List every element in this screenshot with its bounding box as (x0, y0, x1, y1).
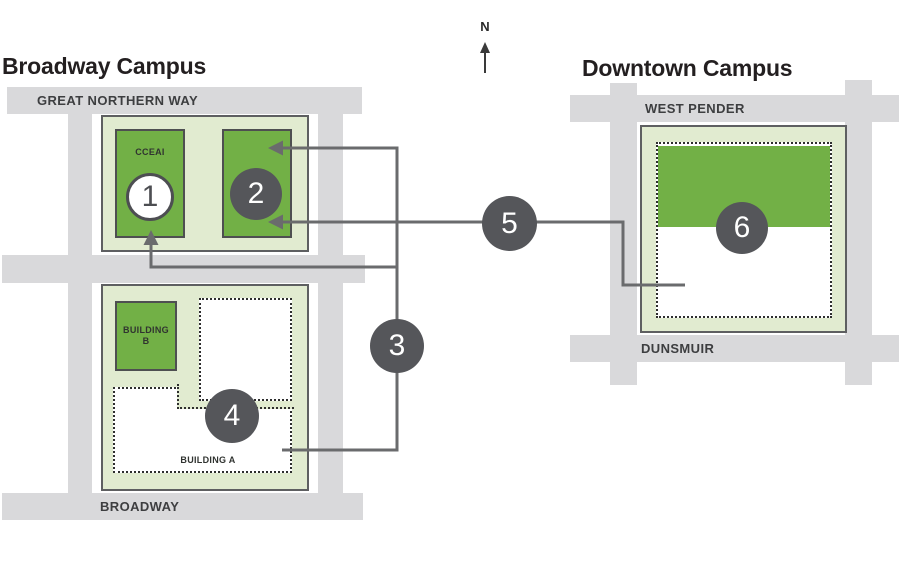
street-broadway-bar (2, 493, 363, 520)
marker-5: 5 (482, 196, 537, 251)
cceai-label: CCEAI (135, 147, 165, 157)
marker-6: 6 (716, 202, 768, 254)
street-vertical-left-bar (68, 114, 92, 493)
broadway-campus-title: Broadway Campus (2, 53, 207, 79)
marker-2: 2 (230, 168, 282, 220)
north-label: N (480, 19, 490, 34)
building-b-label: BUILDING B (123, 324, 169, 346)
west-pender-label: WEST PENDER (645, 101, 745, 116)
building-b: BUILDING B (115, 301, 177, 371)
marker-1: 1 (126, 173, 174, 221)
great-northern-way-label: GREAT NORTHERN WAY (37, 93, 199, 108)
north-arrowhead-icon (480, 42, 490, 53)
broadway-street-label: BROADWAY (100, 499, 180, 514)
street-great-northern-way-bar (7, 87, 362, 114)
marker-3: 3 (370, 319, 424, 373)
street-vertical-right-bar (318, 114, 343, 493)
marker-4: 4 (205, 389, 259, 443)
street-downtown-vertical-left-bar (610, 83, 637, 385)
dunsmuir-label: DUNSMUIR (641, 341, 715, 356)
building-a-label: BUILDING A (180, 455, 236, 465)
future-building-outline (199, 298, 292, 401)
street-downtown-vertical-right-bar (845, 80, 872, 385)
street-middle-cross-bar (2, 255, 365, 283)
downtown-campus-title: Downtown Campus (582, 55, 793, 81)
